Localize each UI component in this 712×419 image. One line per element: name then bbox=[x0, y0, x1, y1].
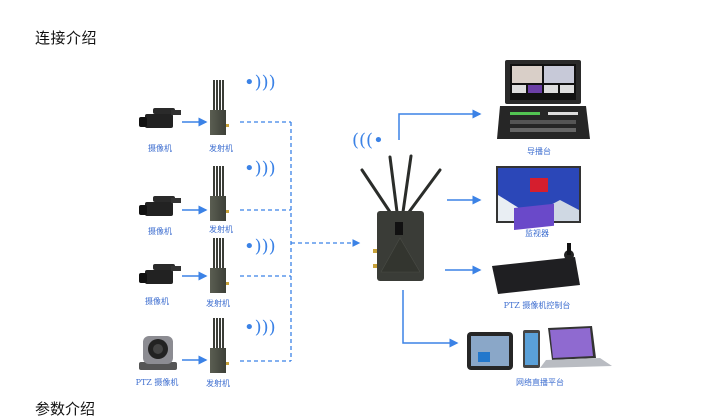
video-switcher-icon bbox=[497, 60, 590, 139]
transmitter-label: 发射机 bbox=[209, 225, 233, 234]
wireless-signal-icon: •))) bbox=[244, 236, 276, 257]
source-label: 摄像机 bbox=[148, 144, 172, 153]
output-label: PTZ 摄像机控制台 bbox=[503, 301, 571, 310]
output-label: 监视器 bbox=[525, 229, 549, 238]
transmitter-label: 发射机 bbox=[206, 379, 230, 388]
wireless-signal-icon: •))) bbox=[244, 317, 276, 338]
source-row-3: •))) bbox=[139, 236, 291, 293]
transmitter-icon bbox=[210, 80, 229, 135]
transmitter-label: 发射机 bbox=[206, 299, 230, 308]
source-label: 摄像机 bbox=[145, 297, 169, 306]
section-title: 连接介绍 bbox=[35, 29, 98, 47]
transmitter-icon bbox=[210, 238, 229, 293]
camcorder-icon bbox=[139, 264, 181, 284]
output-label: 网络直播平台 bbox=[516, 378, 564, 387]
camcorder-icon bbox=[139, 196, 181, 216]
output-arrow-streaming bbox=[402, 290, 459, 348]
ptz-controller-icon bbox=[492, 203, 580, 294]
output-arrow-switcher bbox=[398, 109, 482, 140]
source-row-4: •))) bbox=[139, 317, 291, 373]
transmitter-label: 发射机 bbox=[209, 144, 233, 153]
transmitter-icon bbox=[210, 166, 229, 221]
source-label: 摄像机 bbox=[148, 227, 172, 236]
ptz-camera-icon bbox=[139, 336, 177, 370]
receiver-icon bbox=[360, 154, 442, 281]
wireless-signal-icon: •))) bbox=[244, 72, 276, 93]
source-row-2: •))) bbox=[139, 158, 291, 221]
wireless-signal-icon: •))) bbox=[244, 158, 276, 179]
monitor-icon bbox=[496, 166, 581, 223]
source-row-1: •))) bbox=[139, 72, 291, 135]
streaming-devices-icon bbox=[467, 326, 612, 370]
camcorder-icon bbox=[139, 108, 181, 128]
connection-diagram: •))) •))) bbox=[139, 60, 612, 373]
wireless-signal-icon: (((• bbox=[352, 130, 384, 151]
output-label: 导播台 bbox=[527, 147, 551, 156]
source-label: PTZ 摄像机 bbox=[135, 378, 179, 387]
transmitter-icon bbox=[210, 318, 229, 373]
